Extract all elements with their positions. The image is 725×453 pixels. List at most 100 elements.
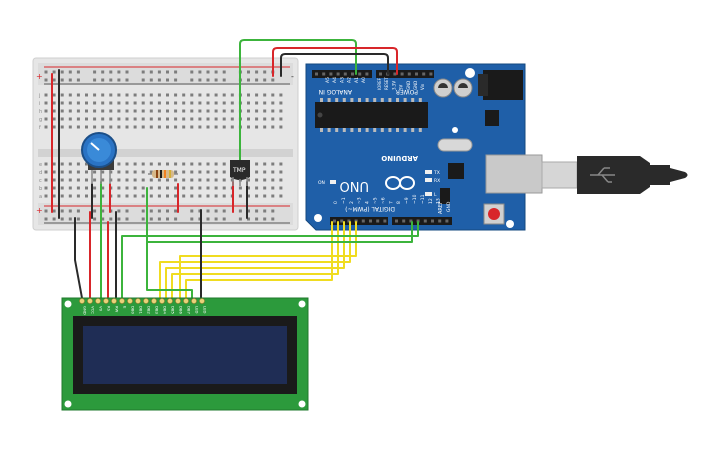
chip-leg bbox=[350, 128, 354, 132]
wire-sensor-to-a0[interactable] bbox=[239, 39, 357, 166]
dc-barrel-jack[interactable] bbox=[483, 70, 523, 100]
breadboard-hole bbox=[222, 194, 226, 198]
usb-cable[interactable] bbox=[485, 154, 688, 194]
breadboard-hole bbox=[60, 117, 64, 121]
breadboard-hole bbox=[247, 101, 250, 105]
breadboard-hole bbox=[60, 93, 64, 97]
breadboard-hole bbox=[93, 178, 97, 182]
header-pin bbox=[358, 72, 362, 76]
rail-hole bbox=[157, 78, 161, 82]
rail-hole bbox=[206, 70, 210, 74]
breadboard-hole bbox=[93, 125, 97, 129]
lcd-pin-label: RS bbox=[107, 306, 112, 312]
digital-pin-label: ~6 bbox=[380, 197, 386, 204]
breadboard-hole bbox=[263, 194, 267, 198]
analog-pin-label: A4 bbox=[332, 77, 338, 83]
breadboard-hole bbox=[279, 194, 283, 198]
wire-lcd-green[interactable] bbox=[146, 187, 413, 301]
breadboard-hole bbox=[174, 117, 178, 121]
breadboard-hole bbox=[76, 170, 80, 174]
breadboard-hole bbox=[238, 186, 242, 190]
rail-hole bbox=[263, 78, 267, 82]
header-pin bbox=[407, 72, 411, 76]
breadboard-hole bbox=[263, 186, 267, 190]
wires bbox=[51, 39, 419, 301]
digital-pin-label: 0 bbox=[333, 201, 339, 204]
temperature-sensor[interactable]: TMP bbox=[230, 160, 250, 186]
rail-hole bbox=[271, 217, 275, 221]
breadboard-hole bbox=[198, 178, 202, 182]
breadboard-hole bbox=[85, 162, 88, 166]
breadboard-hole bbox=[141, 125, 145, 129]
header-pin bbox=[315, 72, 318, 76]
rail-hole bbox=[44, 209, 48, 213]
rail-hole bbox=[174, 70, 178, 74]
analog-pin-label: A2 bbox=[347, 77, 353, 83]
header-pin bbox=[422, 72, 426, 76]
breadboard-hole bbox=[271, 186, 275, 190]
breadboard-hole bbox=[44, 109, 48, 113]
breadboard-hole bbox=[190, 194, 194, 198]
wire-lcd-gnd[interactable] bbox=[74, 217, 83, 299]
breadboard-hole bbox=[52, 194, 56, 198]
breadboard-hole bbox=[117, 101, 121, 105]
breadboard-hole bbox=[182, 162, 186, 166]
breadboard-hole bbox=[141, 194, 145, 198]
potentiometer-knob-indicator bbox=[90, 142, 100, 151]
breadboard-hole bbox=[149, 178, 153, 182]
breadboard-hole bbox=[76, 93, 80, 97]
digital-header-right[interactable] bbox=[392, 217, 452, 225]
breadboard-hole bbox=[141, 93, 145, 97]
lcd-pin-label: DB2 bbox=[147, 306, 152, 315]
breadboard-hole bbox=[117, 93, 121, 97]
breadboard-hole bbox=[68, 162, 72, 166]
power-pin-label: IOREF bbox=[377, 77, 382, 90]
breadboard-hole bbox=[125, 125, 129, 129]
breadboard-hole bbox=[222, 186, 226, 190]
tx-led bbox=[425, 170, 432, 174]
analog-header[interactable] bbox=[312, 70, 372, 78]
header-pin bbox=[416, 219, 420, 223]
rail-hole bbox=[255, 217, 259, 221]
rail-hole bbox=[125, 78, 129, 82]
breadboard-hole bbox=[76, 101, 80, 105]
resistor[interactable] bbox=[148, 170, 178, 178]
breadboard-hole bbox=[133, 101, 137, 105]
breadboard-hole bbox=[101, 109, 105, 113]
wire-lcd-e[interactable] bbox=[165, 221, 345, 301]
arduino-uno-board[interactable]: POWER ANALOG IN DIGITAL (PWM~) AREF UNO … bbox=[305, 63, 526, 231]
wire-5v-rail[interactable] bbox=[272, 47, 398, 77]
power-pin-label: RESET bbox=[384, 77, 389, 90]
breadboard-hole bbox=[279, 93, 283, 97]
rx-label: RX bbox=[434, 178, 440, 184]
header-pin bbox=[438, 219, 442, 223]
breadboard-hole bbox=[271, 117, 275, 121]
breadboard-hole bbox=[60, 178, 64, 182]
breadboard-hole bbox=[190, 162, 194, 166]
breadboard-hole bbox=[190, 178, 194, 182]
breadboard-hole bbox=[174, 93, 178, 97]
power-header[interactable] bbox=[376, 70, 434, 78]
chip-leg bbox=[396, 98, 399, 102]
wire-lcd-green-2[interactable] bbox=[121, 221, 419, 301]
header-pin bbox=[361, 219, 365, 223]
digital-header-left[interactable] bbox=[330, 217, 388, 225]
chip-leg bbox=[373, 128, 377, 132]
wire-lcd-db4[interactable] bbox=[159, 221, 351, 301]
breadboard-hole bbox=[101, 186, 105, 190]
power-pin-label: 5V bbox=[399, 84, 404, 90]
lcd-pin bbox=[95, 298, 101, 304]
wire-gnd-rail[interactable] bbox=[280, 53, 389, 77]
breadboard-hole bbox=[60, 125, 64, 129]
rail-hole bbox=[166, 217, 169, 221]
wire-lcd-rs[interactable] bbox=[171, 221, 339, 301]
lcd-pin bbox=[87, 298, 93, 304]
l-led bbox=[425, 192, 432, 196]
breadboard-hole bbox=[93, 194, 97, 198]
breadboard-hole bbox=[198, 194, 202, 198]
wire-lcd-db5[interactable] bbox=[179, 221, 357, 301]
potentiometer[interactable] bbox=[81, 132, 117, 184]
